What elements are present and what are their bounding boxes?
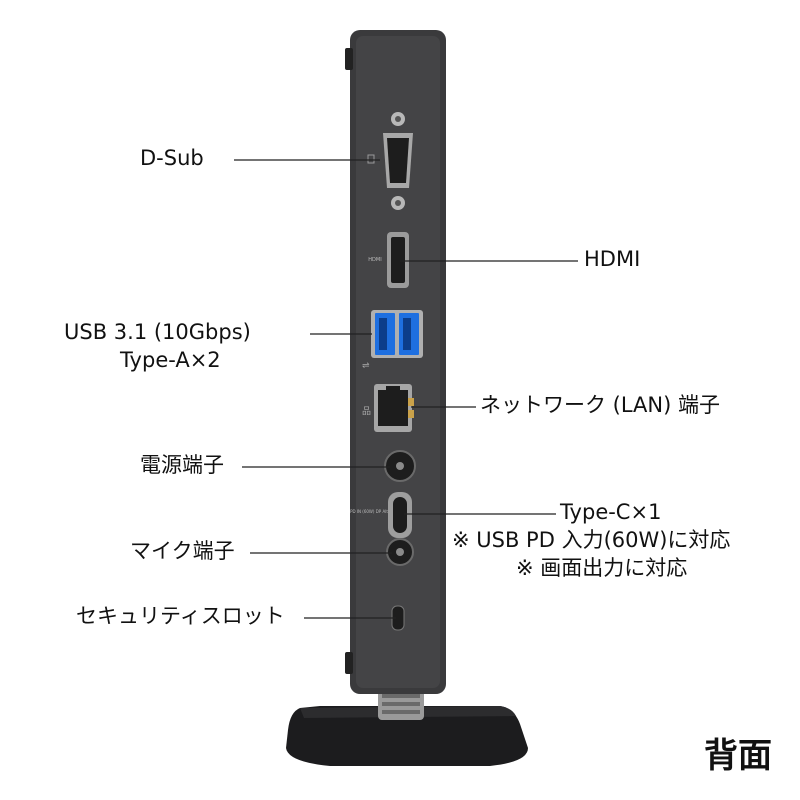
power-port	[384, 450, 416, 482]
typec-label-line2: ※ USB PD 入力(60W)に対応	[452, 528, 731, 552]
hdmi-port-marking: HDMI	[368, 257, 381, 263]
usb-label-line2: Type-A×2	[120, 348, 221, 372]
usb-label-line1: USB 3.1 (10Gbps)	[64, 320, 251, 344]
hdmi-label: HDMI	[584, 247, 641, 271]
leader-lines	[234, 159, 578, 619]
svg-text:品: 品	[362, 406, 371, 417]
hdmi-port: HDMI	[368, 232, 409, 288]
dsub-port	[367, 112, 413, 210]
typec-label-line1: Type-C×1	[560, 500, 662, 524]
mic-port	[386, 538, 414, 566]
usb-type-a-ports: ⇌	[362, 310, 423, 371]
view-title: 背面	[704, 736, 772, 776]
dsub-label: D-Sub	[140, 146, 204, 170]
stand	[286, 690, 528, 766]
lan-label: ネットワーク (LAN) 端子	[480, 393, 720, 417]
lan-port: 品	[362, 384, 414, 432]
mic-label: マイク端子	[130, 539, 235, 563]
power-label: 電源端子	[140, 453, 224, 477]
typec-label-line3: ※ 画面出力に対応	[516, 556, 688, 580]
typec-port: PD IN (60W) DP Alt	[350, 492, 412, 538]
pc-body	[345, 30, 446, 694]
svg-text:⇌: ⇌	[362, 361, 370, 371]
typec-port-marking: PD IN (60W) DP Alt	[350, 509, 388, 514]
security-label: セキュリティスロット	[76, 604, 285, 628]
